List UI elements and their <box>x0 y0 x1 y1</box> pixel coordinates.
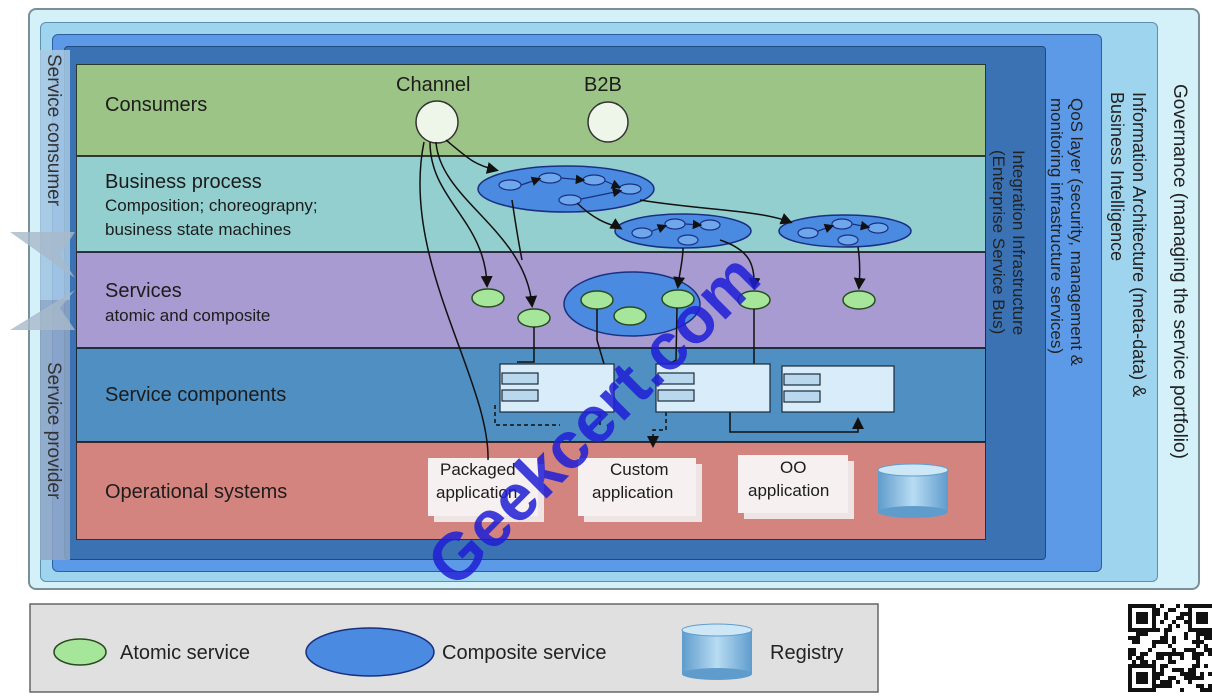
composite-1-internals <box>498 172 642 206</box>
layer-sub2-business-process: business state machines <box>105 220 292 239</box>
atomic-service-1 <box>471 288 505 308</box>
legend-composite-icon <box>305 627 435 677</box>
information-architecture-line1: Information Architecture (meta-data) & <box>1129 92 1149 398</box>
layer-label-services: Services <box>105 280 182 302</box>
atomic-service-3 <box>580 290 614 310</box>
layer-consumers <box>76 64 986 156</box>
b2b-label: B2B <box>584 74 622 96</box>
layer-label-business-process: Business process <box>105 171 262 193</box>
qos-layer-line2: monitoring infrastructure services) <box>1047 98 1066 355</box>
services-composite <box>563 271 701 337</box>
composite-3-internals <box>797 218 889 246</box>
component-box-1 <box>499 363 615 413</box>
packaged-application-line1: Packaged <box>440 460 516 479</box>
service-components-boxes <box>499 363 895 413</box>
integration-infrastructure-label: Integration Infrastructure (Enterprise S… <box>988 150 1028 335</box>
oo-application-line1: OO <box>780 458 807 477</box>
governance-label: Governance (managing the service portfol… <box>1169 84 1190 459</box>
legend-registry-icon <box>681 623 753 680</box>
information-architecture-line2: Business Intelligence <box>1107 92 1127 262</box>
service-provider-label: Service provider <box>43 362 64 500</box>
consumer-provider-divider-top <box>10 232 75 278</box>
qr-code-icon <box>1128 604 1212 692</box>
atomic-service-4 <box>613 306 647 326</box>
custom-application-box <box>578 458 696 516</box>
layer-label-service-components: Service components <box>105 384 287 406</box>
qos-layer-line1: QoS layer (security, management & <box>1067 98 1086 367</box>
channel-label: Channel <box>396 74 471 96</box>
integration-line1: Integration Infrastructure <box>1009 150 1028 336</box>
registry-cylinder <box>877 463 949 518</box>
custom-application-line2: application <box>592 483 674 502</box>
layer-label-operational-systems: Operational systems <box>105 481 288 503</box>
atomic-service-7 <box>842 290 876 310</box>
oo-application-line2: application <box>748 481 830 500</box>
service-consumer-label: Service consumer <box>43 54 64 207</box>
channel-node <box>415 100 459 144</box>
legend-atomic-label: Atomic service <box>120 642 251 664</box>
consumer-provider-divider-bottom <box>10 290 75 330</box>
layer-sub-business-process: Composition; choreograpny; <box>105 196 318 215</box>
custom-application-line1: Custom <box>610 460 669 479</box>
integration-line2: (Enterprise Service Bus) <box>989 150 1008 335</box>
component-box-3 <box>781 365 895 413</box>
layer-sub-services: atomic and composite <box>105 306 271 325</box>
composite-2-internals <box>631 218 721 246</box>
service-provider-strip <box>40 300 70 560</box>
information-architecture-label: Information Architecture (meta-data) & B… <box>1106 92 1150 397</box>
b2b-node <box>587 101 629 143</box>
oo-application-box <box>738 455 848 513</box>
packaged-application-line2: application <box>436 483 518 502</box>
atomic-services <box>471 288 876 328</box>
qos-layer-label: QoS layer (security, management & monito… <box>1046 98 1086 366</box>
business-process-composite-1 <box>477 165 655 213</box>
packaged-application-box <box>428 458 538 516</box>
connection-lines <box>419 139 866 461</box>
atomic-service-2 <box>517 308 551 328</box>
legend-composite-label: Composite service <box>442 642 607 664</box>
legend-registry-label: Registry <box>770 642 844 664</box>
layer-label-consumers: Consumers <box>105 94 208 116</box>
atomic-service-5 <box>661 289 695 309</box>
legend-atomic-icon <box>53 638 107 666</box>
component-box-2 <box>655 363 771 413</box>
